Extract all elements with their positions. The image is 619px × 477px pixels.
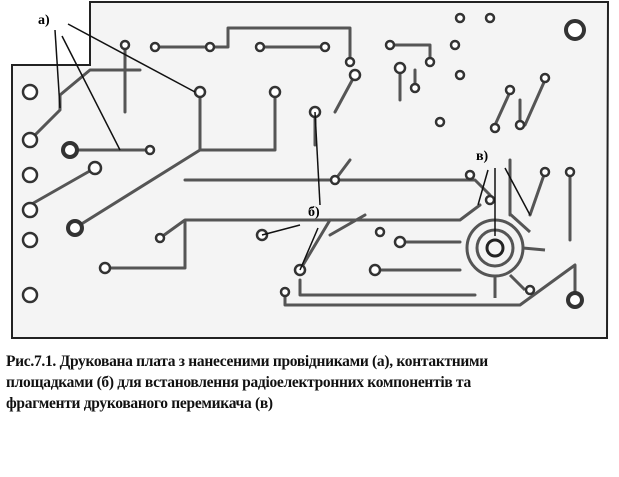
board-outline [11,1,610,339]
contact-pads [21,12,586,309]
label-b: б) [308,205,320,220]
label-a: а) [38,13,50,28]
leader-lines [54,23,531,271]
caption-line-1: Рис.7.1. Друкована плата з нанесеними пр… [6,353,488,370]
pcb-illustration: а) б) в) [11,1,610,339]
figure-caption: Рис.7.1. Друкована плата з нанесеними пр… [6,351,612,414]
caption-line-2: площадками (б) для встановлення радіоеле… [6,374,471,391]
caption-line-3: фрагменти друкованого перемикача (в) [6,395,273,412]
traces [28,26,577,307]
label-v: в) [476,149,489,164]
